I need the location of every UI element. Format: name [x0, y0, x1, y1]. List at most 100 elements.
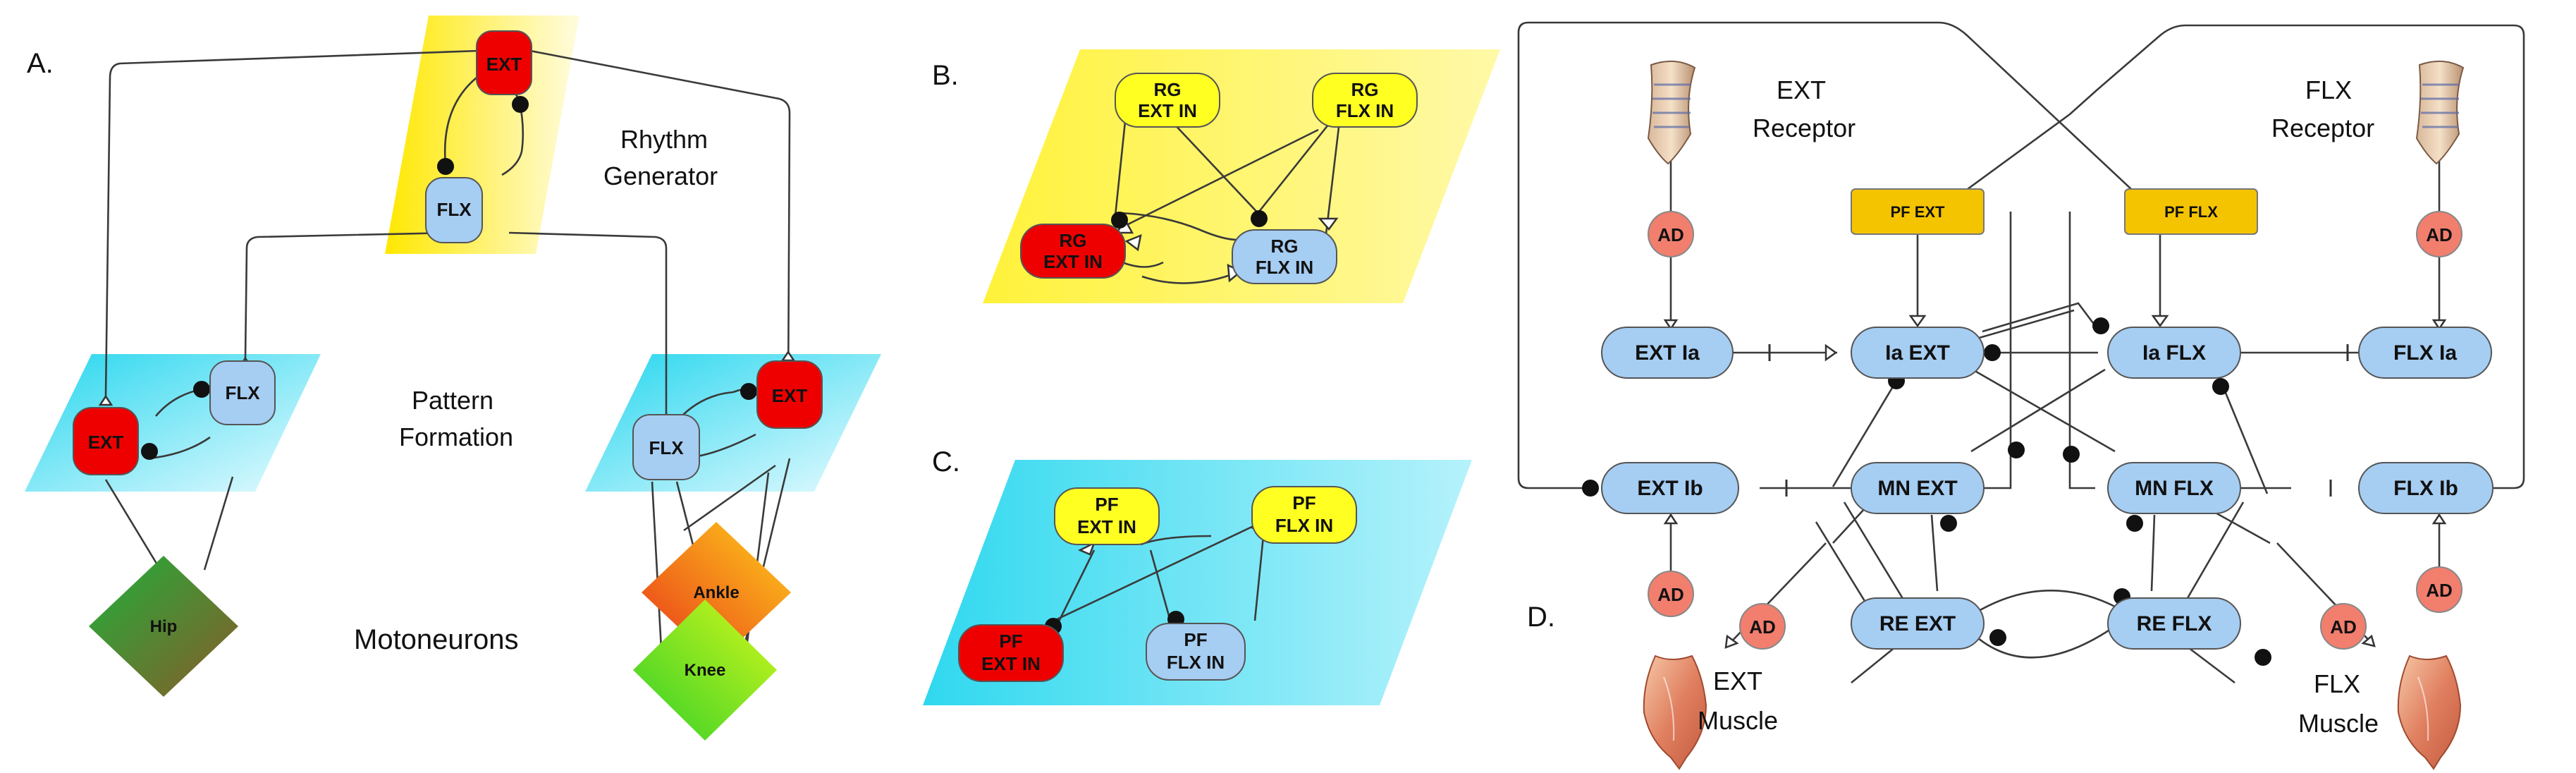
- panel-c: C. PF EXT IN PF FLX IN P: [923, 446, 1472, 705]
- ext-muscle-line2: Muscle: [1698, 706, 1778, 735]
- panel-b-letter: B.: [932, 60, 959, 91]
- pf-flx-label: PF FLX: [2164, 203, 2218, 221]
- pf-right-ext-node: EXT: [756, 360, 823, 429]
- b-rg-ext-in-red-line2: EXT IN: [1043, 251, 1103, 272]
- rg-flx-node: FLX: [425, 177, 483, 243]
- ad-label-1: AD: [1657, 224, 1684, 245]
- ext-ib-label: EXT Ib: [1637, 477, 1703, 500]
- ext-receptor-line2: Receptor: [1753, 114, 1856, 142]
- motoneurons-label: Motoneurons: [354, 624, 518, 655]
- flx-muscle-line1: FLX: [2314, 669, 2360, 698]
- ext-ib-node: EXT Ib: [1601, 462, 1739, 514]
- ia-flx-label: Ia FLX: [2142, 341, 2206, 365]
- ia-flx-node: Ia FLX: [2107, 327, 2241, 379]
- pf-ext-box: PF EXT: [1851, 188, 1985, 235]
- panel-a: A.: [25, 16, 881, 741]
- panel-d: D.: [1517, 21, 2525, 770]
- ad-label-3: AD: [1657, 584, 1684, 605]
- panel-c-pf-ext-in-yellow: PF EXT IN: [1054, 487, 1160, 545]
- panel-b-arrowheads: [1115, 217, 1339, 283]
- c-pf-flx-in-blue-line2: FLX IN: [1167, 652, 1225, 673]
- pattern-label-line2: Formation: [399, 422, 513, 451]
- pattern-formation-plane-left: [25, 354, 321, 492]
- ia-ext-label: Ia EXT: [1885, 341, 1950, 365]
- ext-ia-label: EXT Ia: [1635, 341, 1700, 365]
- re-ext-label: RE EXT: [1879, 612, 1956, 635]
- ext-muscle-icon: [1643, 655, 1707, 770]
- b-rg-flx-in-line1: RG: [1351, 79, 1379, 100]
- flx-muscle-icon: [2397, 655, 2462, 770]
- pf-right-flx-node: FLX: [632, 414, 700, 480]
- panel-c-pf-flx-in-blue: PF FLX IN: [1146, 623, 1246, 681]
- ad-label-2: AD: [2426, 224, 2453, 245]
- pf-ext-label: PF EXT: [1890, 203, 1945, 221]
- rg-ext-label: EXT: [486, 54, 522, 75]
- hip-motoneuron: Hip: [89, 556, 238, 697]
- flx-ia-label: FLX Ia: [2393, 341, 2457, 365]
- c-pf-flx-in-line1: PF: [1292, 492, 1315, 513]
- ad-label-6: AD: [2330, 616, 2357, 638]
- b-rg-ext-in-line1: RG: [1154, 79, 1182, 100]
- pf-right-ext-label: EXT: [772, 385, 808, 406]
- c-pf-flx-in-blue-line1: PF: [1184, 629, 1207, 650]
- panel-c-letter: C.: [932, 446, 960, 477]
- panel-d-letter: D.: [1527, 602, 1555, 633]
- mn-flx-node: MN FLX: [2107, 462, 2241, 514]
- flx-receptor-spindle: [2415, 60, 2465, 165]
- ia-ext-node: Ia EXT: [1851, 327, 1985, 379]
- mn-ext-node: MN EXT: [1851, 462, 1985, 514]
- ext-receptor-line1: EXT: [1777, 75, 1826, 104]
- ad-label-5: AD: [1749, 616, 1776, 638]
- rg-ext-node: EXT: [476, 30, 532, 95]
- ext-receptor-spindle: [1647, 60, 1696, 165]
- re-flx-node: RE FLX: [2107, 597, 2241, 650]
- re-flx-label: RE FLX: [2137, 612, 2212, 635]
- pf-left-flx-label: FLX: [225, 382, 260, 403]
- pf-right-flx-label: FLX: [649, 437, 684, 458]
- flx-ib-node: FLX Ib: [2358, 462, 2494, 514]
- ad-circle-ext-ib: AD: [1648, 571, 1694, 617]
- pf-left-flx-node: FLX: [209, 360, 276, 425]
- c-pf-ext-in-red-line1: PF: [999, 631, 1022, 652]
- b-rg-ext-in-red-line1: RG: [1060, 230, 1087, 251]
- ext-muscle-line1: EXT: [1713, 667, 1762, 695]
- panel-d-outer-loops: [1517, 21, 2525, 489]
- panel-b: B. RG EXT IN RG: [932, 49, 1500, 303]
- mn-ext-label: MN EXT: [1877, 477, 1957, 500]
- pf-flx-box: PF FLX: [2124, 188, 2258, 235]
- panel-c-pf-ext-in-red: PF EXT IN: [958, 624, 1064, 682]
- panel-b-rg-ext-in-red: RG EXT IN: [1020, 224, 1126, 279]
- ext-ia-node: EXT Ia: [1601, 327, 1734, 379]
- ad-circle-ext-muscle: AD: [1739, 603, 1786, 650]
- panel-a-letter: A.: [27, 48, 54, 79]
- panel-d-bar-endings: [1768, 344, 2349, 497]
- rhythm-label-line2: Generator: [603, 162, 718, 190]
- panel-b-rg-flx-in-blue: RG FLX IN: [1232, 229, 1337, 284]
- panel-b-inhibitory-dots: [1111, 210, 1268, 229]
- panel-b-rg-flx-in-yellow: RG FLX IN: [1312, 73, 1418, 128]
- pf-left-ext-node: EXT: [73, 407, 139, 475]
- b-rg-flx-in-line2: FLX IN: [1336, 100, 1394, 121]
- b-rg-flx-in-blue-line1: RG: [1271, 236, 1299, 257]
- flx-receptor-line2: Receptor: [2271, 114, 2374, 142]
- ad-circle-flx-ib: AD: [2416, 566, 2462, 613]
- flx-receptor-line1: FLX: [2305, 75, 2352, 104]
- panel-b-rg-ext-in-yellow: RG EXT IN: [1115, 73, 1220, 128]
- flx-ia-node: FLX Ia: [2358, 327, 2492, 379]
- ad-circle-ext-receptor: AD: [1648, 211, 1694, 257]
- panel-d-connections: [1669, 161, 2441, 684]
- ad-circle-flx-muscle: AD: [2320, 603, 2367, 650]
- pattern-formation-plane-right: [585, 354, 881, 492]
- rhythm-label-line1: Rhythm: [620, 125, 708, 154]
- re-ext-node: RE EXT: [1851, 597, 1985, 650]
- ad-label-4: AD: [2426, 580, 2453, 601]
- c-pf-ext-in-line2: EXT IN: [1077, 516, 1136, 537]
- rg-flx-label: FLX: [436, 199, 472, 220]
- knee-label: Knee: [685, 661, 726, 680]
- c-pf-ext-in-line1: PF: [1095, 494, 1118, 515]
- flx-ib-label: FLX Ib: [2393, 477, 2458, 500]
- c-pf-ext-in-red-line2: EXT IN: [981, 653, 1041, 674]
- b-rg-ext-in-line2: EXT IN: [1138, 100, 1197, 121]
- c-pf-flx-in-line2: FLX IN: [1275, 515, 1333, 536]
